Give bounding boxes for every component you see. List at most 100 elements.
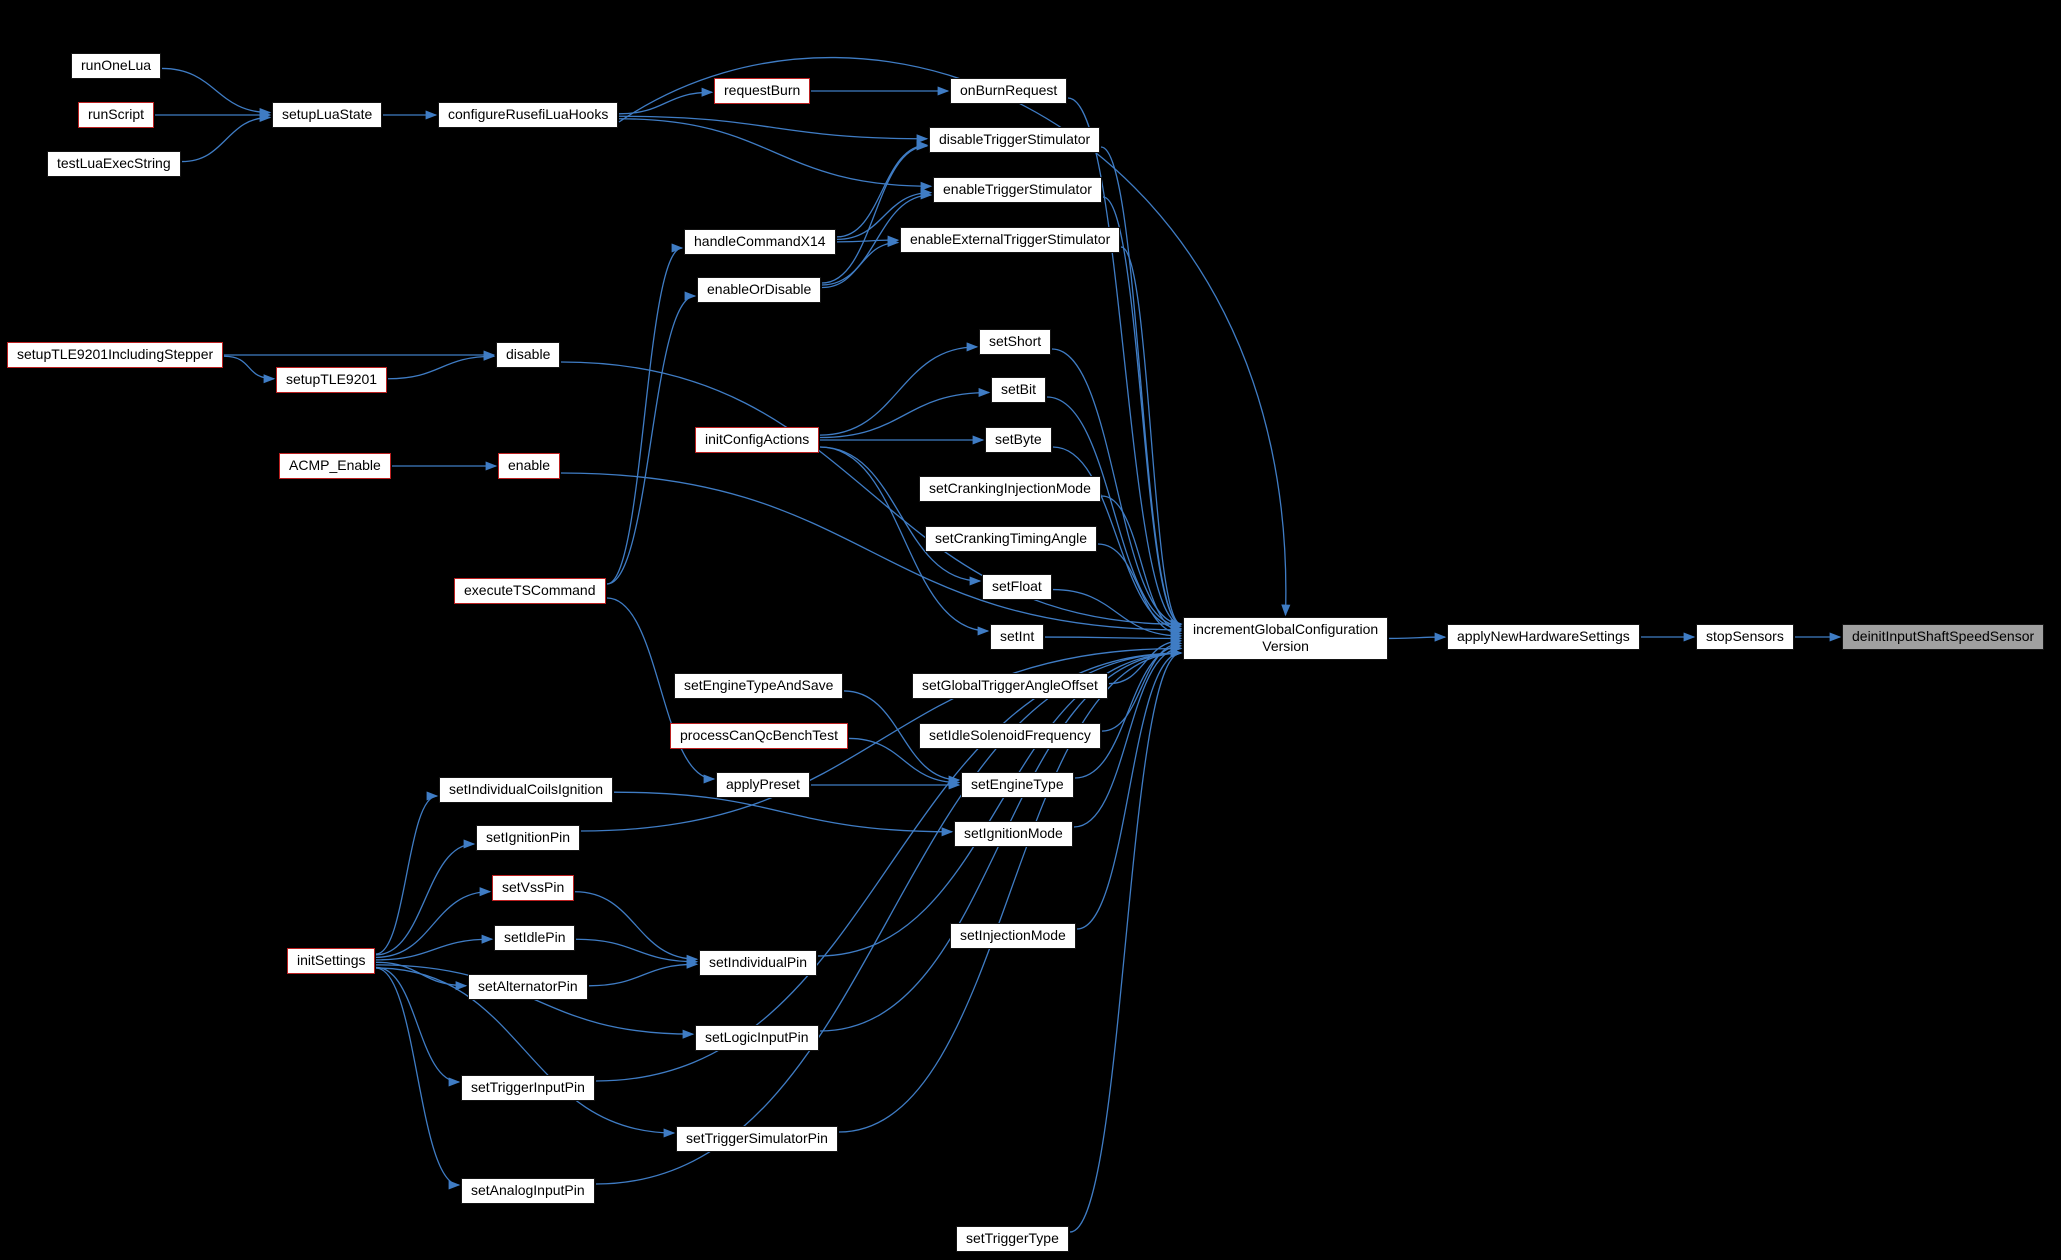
node-incrementGlobalConfigurationVersion[interactable]: incrementGlobalConfiguration Version	[1183, 617, 1389, 660]
node-setTriggerSimulatorPin[interactable]: setTriggerSimulatorPin	[676, 1126, 838, 1152]
edge-disableTriggerStimulator-to-incrementGlobalConfigurationVersion	[1100, 146, 1183, 629]
edge-setIgnitionMode-to-incrementGlobalConfigurationVersion	[1073, 643, 1183, 828]
node-setupLuaState[interactable]: setupLuaState	[272, 102, 383, 128]
edge-testLuaExecString-to-setupLuaState	[181, 112, 272, 163]
edge-handleCommandX14-to-enableTriggerStimulator	[836, 188, 933, 241]
node-stopSensors[interactable]: stopSensors	[1696, 624, 1794, 650]
edge-setIgnitionPin-to-incrementGlobalConfigurationVersion	[580, 643, 1183, 832]
edge-setVssPin-to-setIndividualPin	[574, 891, 699, 964]
node-enableExternalTriggerStimulator[interactable]: enableExternalTriggerStimulator	[900, 227, 1121, 253]
edge-initSettings-to-setIdlePin	[375, 934, 494, 961]
edge-enableOrDisable-to-disableTriggerStimulator	[821, 141, 929, 284]
node-runOneLua[interactable]: runOneLua	[71, 53, 162, 79]
node-setupTLE9201IncludingStepper[interactable]: setupTLE9201IncludingStepper	[7, 342, 224, 368]
node-executeTSCommand[interactable]: executeTSCommand	[454, 578, 606, 604]
node-setInt[interactable]: setInt	[990, 624, 1045, 650]
node-setIgnitionMode[interactable]: setIgnitionMode	[954, 821, 1073, 847]
node-setupTLE9201[interactable]: setupTLE9201	[276, 367, 388, 393]
node-initConfigActions[interactable]: initConfigActions	[695, 427, 820, 453]
node-setBit[interactable]: setBit	[991, 377, 1047, 403]
edge-initSettings-to-setTriggerSimulatorPin	[375, 967, 676, 1138]
node-setEngineType[interactable]: setEngineType	[961, 772, 1074, 798]
edge-executeTSCommand-to-handleCommandX14	[606, 243, 684, 585]
edge-runOneLua-to-setupLuaState	[161, 67, 272, 118]
node-initSettings[interactable]: initSettings	[287, 948, 376, 974]
node-requestBurn[interactable]: requestBurn	[714, 78, 811, 104]
node-testLuaExecString[interactable]: testLuaExecString	[47, 151, 181, 177]
edge-setupTLE9201IncludingStepper-to-setupTLE9201	[223, 355, 276, 384]
node-applyPreset[interactable]: applyPreset	[716, 772, 810, 798]
node-enableTriggerStimulator[interactable]: enableTriggerStimulator	[933, 177, 1102, 203]
edge-initConfigActions-to-setShort	[819, 342, 979, 436]
edge-processCanQcBenchTest-to-setEngineType	[848, 737, 961, 788]
node-setByte[interactable]: setByte	[985, 427, 1052, 453]
node-setGlobalTriggerAngleOffset[interactable]: setGlobalTriggerAngleOffset	[912, 673, 1108, 699]
edge-setInjectionMode-to-incrementGlobalConfigurationVersion	[1076, 648, 1183, 930]
node-enableOrDisable[interactable]: enableOrDisable	[697, 277, 822, 303]
node-onBurnRequest[interactable]: onBurnRequest	[950, 78, 1068, 104]
edge-setIdlePin-to-setIndividualPin	[575, 938, 699, 967]
edge-setIndividualPin-to-incrementGlobalConfigurationVersion	[817, 648, 1183, 957]
node-setVssPin[interactable]: setVssPin	[492, 875, 575, 901]
edge-incrementGlobalConfigurationVersion-to-applyNewHardwareSettings	[1388, 632, 1447, 642]
edge-initSettings-to-setVssPin	[375, 887, 492, 958]
edge-initConfigActions-to-setBit	[819, 387, 991, 439]
node-setEngineTypeAndSave[interactable]: setEngineTypeAndSave	[674, 673, 844, 699]
edge-setTriggerSimulatorPin-to-incrementGlobalConfigurationVersion	[838, 648, 1183, 1133]
edge-setFloat-to-incrementGlobalConfigurationVersion	[1052, 588, 1183, 641]
edge-setupTLE9201-to-disable	[387, 351, 496, 380]
edge-initSettings-to-setTriggerInputPin	[375, 966, 461, 1087]
node-runScript[interactable]: runScript	[78, 102, 155, 128]
node-setAnalogInputPin[interactable]: setAnalogInputPin	[461, 1178, 595, 1204]
edge-initSettings-to-setIgnitionPin	[375, 839, 476, 956]
edge-initConfigActions-to-setInt	[819, 446, 990, 636]
node-setShort[interactable]: setShort	[979, 329, 1052, 355]
edge-enableExternalTriggerStimulator-to-incrementGlobalConfigurationVersion	[1120, 246, 1183, 629]
node-setInjectionMode[interactable]: setInjectionMode	[950, 923, 1076, 949]
edge-setIndividualCoilsIgnition-to-setIgnitionMode	[613, 791, 954, 837]
edge-setEngineTypeAndSave-to-setEngineType	[843, 690, 961, 785]
edge-executeTSCommand-to-enableOrDisable	[606, 291, 697, 585]
node-enable[interactable]: enable	[498, 453, 561, 479]
edge-setEngineType-to-incrementGlobalConfigurationVersion	[1074, 641, 1183, 779]
node-setTriggerInputPin[interactable]: setTriggerInputPin	[461, 1075, 595, 1101]
edge-setBit-to-incrementGlobalConfigurationVersion	[1046, 396, 1183, 631]
edge-enableTriggerStimulator-to-incrementGlobalConfigurationVersion	[1102, 196, 1183, 629]
node-setIdleSolenoidFrequency[interactable]: setIdleSolenoidFrequency	[919, 723, 1101, 749]
node-setCrankingTimingAngle[interactable]: setCrankingTimingAngle	[925, 526, 1097, 552]
edge-handleCommandX14-to-disableTriggerStimulator	[836, 140, 929, 238]
node-setFloat[interactable]: setFloat	[982, 574, 1052, 600]
node-disableTriggerStimulator[interactable]: disableTriggerStimulator	[929, 127, 1101, 153]
node-setCrankingInjectionMode[interactable]: setCrankingInjectionMode	[919, 476, 1101, 502]
edge-configureRusefiLuaHooks-to-enableTriggerStimulator	[618, 118, 933, 191]
edge-setInt-to-incrementGlobalConfigurationVersion	[1044, 633, 1183, 643]
node-setIgnitionPin[interactable]: setIgnitionPin	[476, 825, 581, 851]
edge-enable-to-incrementGlobalConfigurationVersion	[560, 472, 1183, 635]
edge-setCrankingTimingAngle-to-incrementGlobalConfigurationVersion	[1097, 543, 1183, 639]
edge-setByte-to-incrementGlobalConfigurationVersion	[1052, 446, 1183, 634]
node-setIndividualPin[interactable]: setIndividualPin	[699, 950, 818, 976]
edge-setTriggerType-to-incrementGlobalConfigurationVersion	[1069, 648, 1183, 1233]
node-configureRusefiLuaHooks[interactable]: configureRusefiLuaHooks	[438, 102, 619, 128]
edge-enableOrDisable-to-enableTriggerStimulator	[821, 190, 933, 286]
node-applyNewHardwareSettings[interactable]: applyNewHardwareSettings	[1447, 624, 1640, 650]
node-ACMP_Enable[interactable]: ACMP_Enable	[279, 453, 391, 479]
edge-initSettings-to-setIndividualCoilsIgnition	[375, 791, 439, 955]
node-setLogicInputPin[interactable]: setLogicInputPin	[695, 1025, 819, 1051]
node-processCanQcBenchTest[interactable]: processCanQcBenchTest	[670, 723, 848, 749]
node-setIndividualCoilsIgnition[interactable]: setIndividualCoilsIgnition	[439, 777, 614, 803]
node-setIdlePin[interactable]: setIdlePin	[494, 925, 576, 951]
node-handleCommandX14[interactable]: handleCommandX14	[684, 229, 836, 255]
node-setTriggerType[interactable]: setTriggerType	[956, 1226, 1069, 1252]
edge-configureRusefiLuaHooks-to-disableTriggerStimulator	[618, 115, 929, 144]
edge-configureRusefiLuaHooks-to-incrementGlobalConfigurationVersion	[618, 56, 1291, 617]
edge-executeTSCommand-to-applyPreset	[606, 597, 716, 784]
edge-enableOrDisable-to-enableExternalTriggerStimulator	[821, 237, 900, 289]
node-deinitInputShaftSpeedSensor[interactable]: deinitInputShaftSpeedSensor	[1842, 624, 2045, 650]
edge-handleCommandX14-to-enableExternalTriggerStimulator	[836, 235, 900, 245]
edge-disable-to-incrementGlobalConfigurationVersion	[560, 361, 1183, 629]
node-disable[interactable]: disable	[496, 342, 561, 368]
node-setAlternatorPin[interactable]: setAlternatorPin	[468, 974, 588, 1000]
